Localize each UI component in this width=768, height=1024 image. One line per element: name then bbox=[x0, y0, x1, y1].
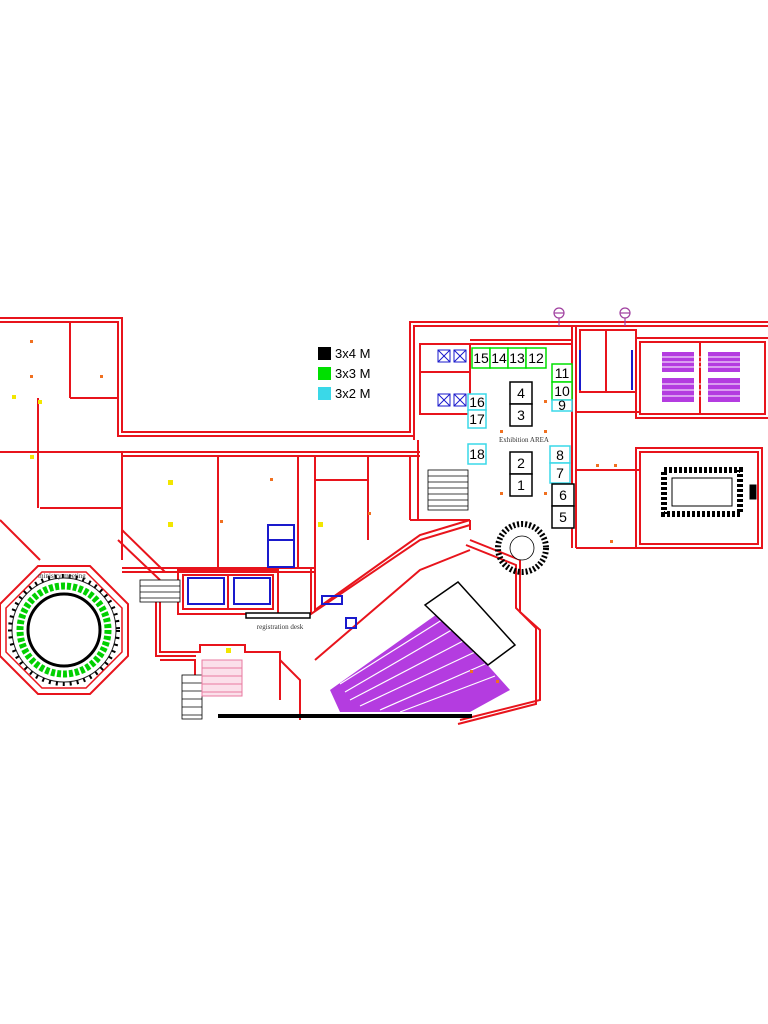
booth-1-label: 1 bbox=[517, 477, 525, 493]
booth-3-label: 3 bbox=[517, 407, 525, 423]
legend-swatch-3x4 bbox=[318, 346, 331, 360]
booth-15-label: 15 bbox=[473, 350, 489, 366]
booth-9-label: 9 bbox=[558, 397, 566, 413]
booth-1 bbox=[509, 473, 533, 497]
legend-item-3x2: 3x2 M bbox=[318, 383, 370, 403]
booth-18-label: 18 bbox=[469, 446, 485, 462]
booth-5-label: 5 bbox=[559, 509, 567, 525]
booths bbox=[467, 347, 575, 529]
seating-areas bbox=[330, 352, 740, 713]
entrance-markers bbox=[553, 307, 631, 326]
registration-desk bbox=[245, 612, 311, 619]
booth-17 bbox=[467, 409, 487, 429]
booth-size-legend: 3x4 M 3x3 M 3x2 M bbox=[318, 343, 370, 403]
booth-8-label: 8 bbox=[556, 447, 564, 463]
booth-12-label: 12 bbox=[528, 350, 544, 366]
conference-table bbox=[661, 467, 757, 517]
booth-9 bbox=[551, 399, 573, 412]
ministry-meeting-room bbox=[0, 565, 129, 695]
legend-item-3x3: 3x3 M bbox=[318, 363, 370, 383]
legend-item-3x4: 3x4 M bbox=[318, 343, 370, 363]
legend-swatch-3x2 bbox=[318, 386, 331, 400]
booth-numbers: 15 14 13 12 11 10 9 16 17 18 8 7 4 3 2 1… bbox=[469, 350, 570, 525]
booth-7-label: 7 bbox=[556, 465, 564, 481]
booth-12 bbox=[525, 347, 547, 369]
booth-14-label: 14 bbox=[491, 350, 507, 366]
legend-label-3x2: 3x2 M bbox=[335, 385, 371, 401]
booth-18 bbox=[467, 443, 487, 465]
ministry-meeting-label: ministry meeting bbox=[38, 572, 86, 580]
booth-5 bbox=[551, 505, 575, 529]
exhibition-area-label: Exhibition AREA bbox=[499, 436, 549, 444]
legend-label-3x3: 3x3 M bbox=[335, 365, 371, 381]
stairs bbox=[139, 469, 549, 720]
ramp bbox=[201, 659, 243, 697]
fixtures bbox=[187, 350, 633, 629]
booth-11-label: 11 bbox=[555, 365, 570, 381]
booth-7 bbox=[549, 462, 571, 484]
booth-10-label: 10 bbox=[554, 383, 570, 399]
booth-6-label: 6 bbox=[559, 487, 567, 503]
booth-2-label: 2 bbox=[517, 455, 525, 471]
booth-3 bbox=[509, 403, 533, 427]
booth-4-label: 4 bbox=[517, 385, 525, 401]
legend-label-3x4: 3x4 M bbox=[335, 345, 371, 361]
legend-swatch-3x3 bbox=[318, 366, 331, 380]
booth-13-label: 13 bbox=[509, 350, 525, 366]
walls bbox=[0, 317, 768, 725]
registration-desk-label: registration desk bbox=[257, 623, 304, 631]
yellow-markers bbox=[12, 395, 323, 653]
booth-17-label: 17 bbox=[469, 411, 485, 427]
booth-16-label: 16 bbox=[469, 394, 485, 410]
lifts bbox=[437, 349, 467, 407]
columns bbox=[30, 340, 617, 683]
